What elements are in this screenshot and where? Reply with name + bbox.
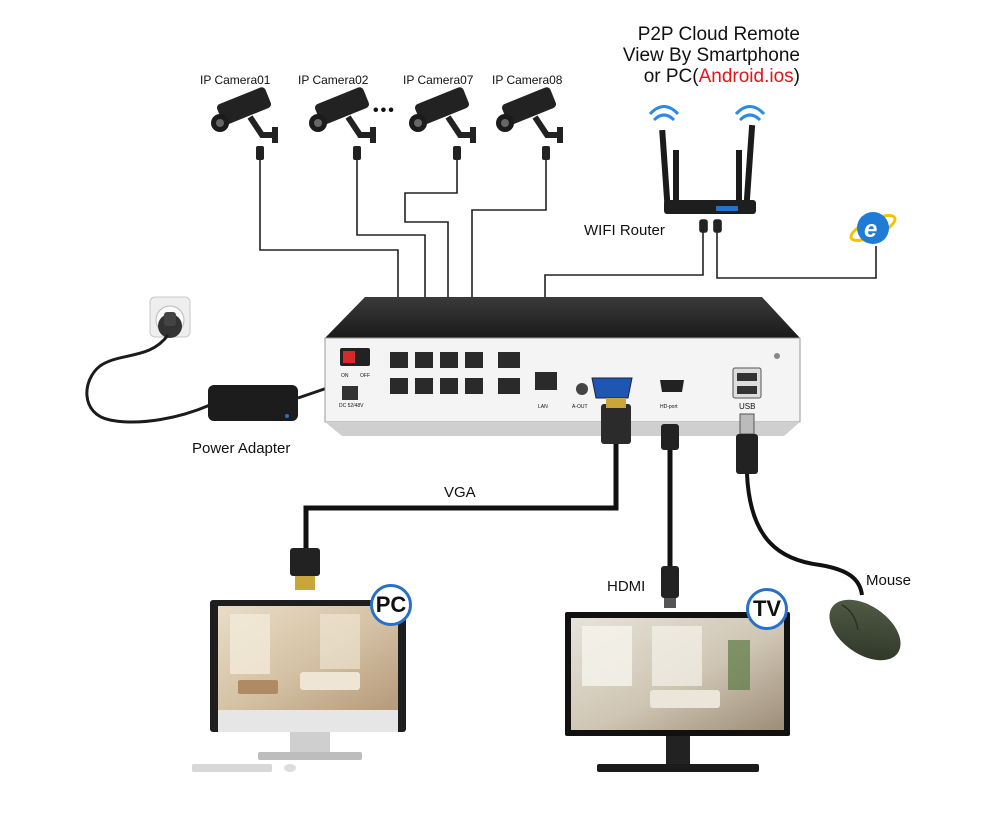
aout-port-label: A-OUT: [572, 404, 588, 410]
router-label: WIFI Router: [584, 222, 665, 239]
camera-07-label: IP Camera07: [403, 73, 474, 87]
tv-badge: TV: [746, 588, 788, 630]
switch-off-label: OFF: [360, 373, 370, 379]
camera-08-label: IP Camera08: [492, 73, 563, 87]
camera-02-label: IP Camera02: [298, 73, 369, 87]
svg-text:e: e: [864, 216, 877, 243]
lan-port-label: LAN: [538, 404, 548, 410]
power-adapter-icon: [85, 334, 337, 424]
wall-socket-icon: [149, 296, 191, 338]
camera-08-icon: [496, 87, 563, 143]
mouse-label: Mouse: [866, 572, 912, 589]
power-adapter-label: Power Adapter: [192, 440, 291, 457]
vga-port: [591, 377, 633, 399]
switch-on-label: ON: [341, 373, 349, 379]
camera-02-icon: [309, 87, 376, 143]
pc-monitor: [192, 600, 406, 772]
poe-ports: [390, 352, 520, 394]
audio-out-port: [576, 383, 588, 395]
wifi-router-icon: [648, 105, 766, 214]
cloud-line-1: P2P Cloud Remote: [637, 24, 800, 45]
vga-cable: [290, 398, 631, 590]
mouse-cable: [736, 413, 864, 596]
internet-explorer-icon: e: [849, 212, 897, 244]
camera-plugs: [256, 146, 550, 160]
pc-badge: PC: [370, 584, 412, 626]
cloud-line-3: or PC(Android.ios): [643, 66, 800, 87]
dc-port-label: DC 52/48V: [339, 403, 364, 409]
nvr-device: [324, 297, 801, 436]
mouse-icon: [829, 599, 901, 661]
camera-07-icon: [409, 87, 476, 143]
cloud-line-2: View By Smartphone: [622, 45, 800, 66]
hdmi-port: [660, 380, 684, 392]
lan-port: [535, 372, 557, 390]
tv-monitor: [565, 612, 790, 772]
cloud-remote-caption: P2P Cloud Remote View By Smartphone or P…: [590, 24, 800, 87]
hdmi-cable-label: HDMI: [607, 578, 646, 595]
vga-cable-label: VGA: [444, 484, 476, 501]
cloud-platforms: Android.ios: [698, 66, 794, 87]
camera-gap-ellipsis: •••: [373, 102, 396, 119]
usb-port-label: USB: [739, 402, 756, 411]
hdmi-cable: [661, 424, 679, 608]
hdmi-port-label: HD-port: [660, 404, 678, 410]
camera-01-icon: [211, 87, 278, 143]
camera-01-label: IP Camera01: [200, 73, 271, 87]
